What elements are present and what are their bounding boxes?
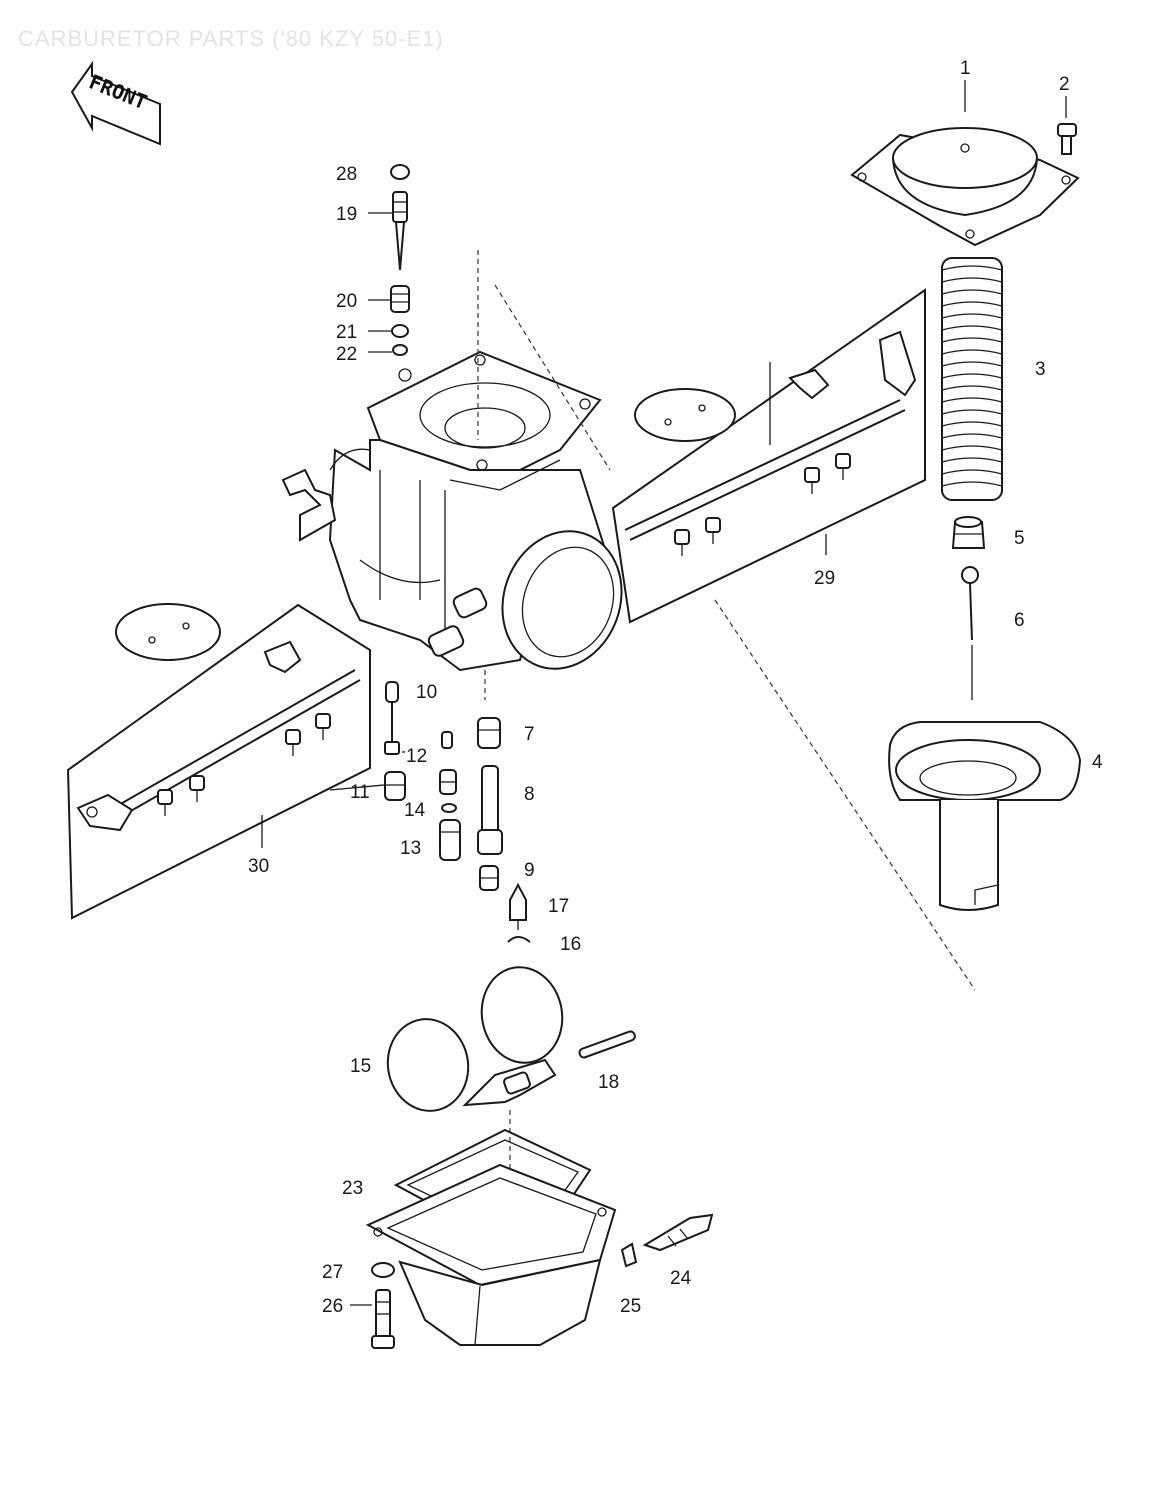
carburetor-body	[281, 350, 623, 672]
part-label-20: 20	[336, 291, 357, 312]
part-18-float-pin	[578, 1030, 636, 1059]
part-6-jet-needle	[961, 566, 979, 700]
float-bowl	[365, 1163, 617, 1346]
part-label-18: 18	[598, 1072, 619, 1093]
part-27-spring-washer	[371, 1262, 395, 1278]
part-label-1: 1	[960, 58, 971, 79]
part-5-needle-retainer	[951, 516, 986, 549]
part-16-clip	[507, 936, 531, 943]
part-21-washer	[391, 324, 409, 338]
part-label-26: 26	[322, 1296, 343, 1317]
part-label-8: 8	[524, 784, 535, 805]
part-label-14: 14	[404, 800, 426, 821]
part-10-pilot-jet	[384, 681, 400, 755]
part-29-throttle-linkage-panel	[611, 288, 926, 624]
part-15-float	[386, 966, 564, 1112]
part-17-float-valve	[509, 882, 527, 930]
part-label-22: 22	[336, 344, 357, 365]
part-14-washer	[439, 731, 457, 813]
part-label-27: 27	[322, 1262, 343, 1283]
part-label-6: 6	[1014, 610, 1025, 631]
part-number-labels: 1 2 3 4 5 6 7 8 9 10 11 12 13 14 15 16 1…	[248, 58, 1103, 1317]
part-label-15: 15	[350, 1056, 371, 1077]
part-label-16: 16	[560, 934, 581, 955]
part-9-valve-seat	[479, 865, 499, 891]
part-label-23: 23	[342, 1178, 363, 1199]
part-7-main-jet	[477, 717, 501, 749]
part-label-25: 25	[620, 1296, 641, 1317]
part-19-pilot-screw	[392, 191, 408, 271]
part-label-10: 10	[416, 682, 437, 703]
front-arrow-badge: FRONT	[70, 60, 161, 146]
part-label-28: 28	[336, 164, 357, 185]
part-label-5: 5	[1014, 528, 1025, 549]
part-label-13: 13	[400, 838, 421, 859]
part-label-3: 3	[1035, 359, 1046, 380]
part-4-vacuum-piston	[888, 721, 1082, 911]
part-11-jet-holder	[384, 771, 406, 801]
part-13-plug	[439, 819, 461, 861]
part-24-drain-screw	[642, 1213, 714, 1252]
part-label-29: 29	[814, 568, 835, 589]
page-title: CARBURETOR PARTS ('80 KZY 50-E1)	[18, 26, 444, 51]
part-label-9: 9	[524, 860, 535, 881]
part-label-2: 2	[1059, 74, 1070, 95]
part-22-o-ring	[392, 344, 408, 356]
part-label-17: 17	[548, 896, 569, 917]
part-label-19: 19	[336, 204, 357, 225]
part-label-11: 11	[350, 782, 370, 803]
part-1-top-cover	[850, 127, 1080, 247]
part-label-24: 24	[670, 1268, 692, 1289]
part-3-spring	[941, 257, 1003, 501]
part-30-throttle-linkage-panel	[66, 603, 371, 920]
part-label-7: 7	[524, 724, 535, 745]
part-26-screw	[371, 1289, 395, 1349]
part-label-30: 30	[248, 856, 269, 877]
leader-lines	[329, 212, 392, 1306]
part-label-21: 21	[336, 322, 357, 343]
part-20-spring	[390, 285, 410, 313]
part-label-4: 4	[1092, 752, 1103, 773]
part-2-screw	[1057, 96, 1077, 155]
part-8-needle-jet	[477, 765, 503, 855]
part-label-12: 12	[406, 746, 427, 767]
part-28-cap	[390, 164, 410, 180]
part-25-washer	[620, 1242, 638, 1268]
